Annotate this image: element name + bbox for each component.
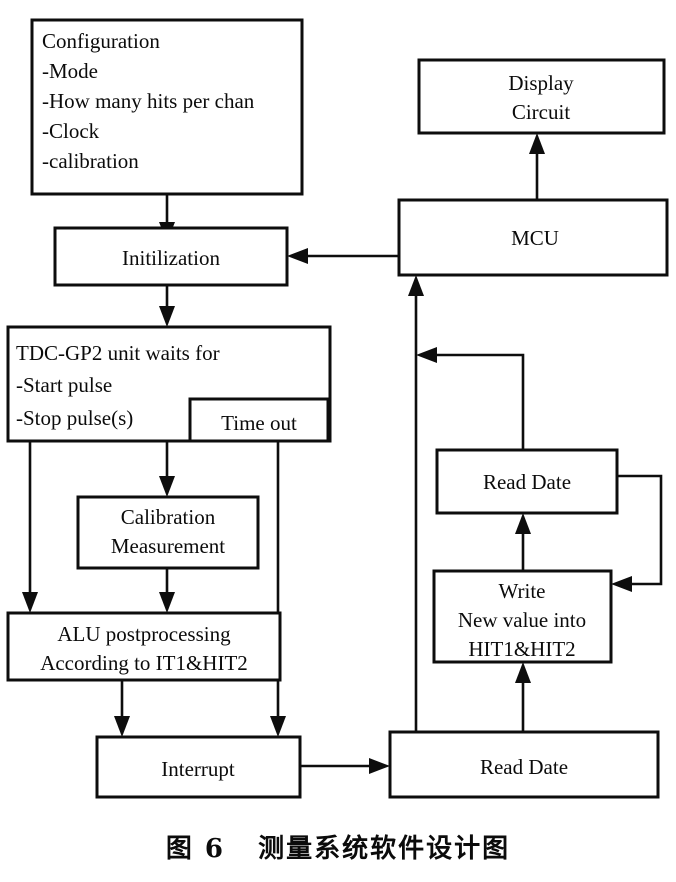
edge-mcu-to-display-circuit [529, 133, 545, 200]
node-interrupt[interactable]: Interrupt [95, 735, 302, 799]
configuration-line-2: -Mode [42, 59, 98, 83]
node-read-date-upper[interactable]: Read Date [435, 448, 619, 515]
edge-calibration-measurement-to-alu [159, 568, 175, 613]
calibration-measurement-line-2: Measurement [111, 534, 225, 558]
edge-tdc-unit-to-calibration-measurement [159, 441, 175, 497]
alu-line-1: ALU postprocessing [57, 622, 231, 646]
mcu-label: MCU [511, 226, 559, 250]
edge-mcu-to-initilization [287, 248, 399, 264]
node-alu[interactable]: ALU postprocessing According to IT1&HIT2 [6, 611, 282, 682]
edge-tdc-unit-to-alu [22, 441, 38, 613]
initilization-label: Initilization [122, 246, 220, 270]
write-hits-line-1: Write [499, 579, 546, 603]
edge-alu-to-interrupt [114, 680, 130, 737]
edge-read-date-upper-to-write-hits-loop [611, 474, 663, 592]
node-mcu[interactable]: MCU [397, 198, 669, 277]
node-time-out[interactable]: Time out [188, 397, 330, 443]
calibration-measurement-line-1: Calibration [121, 505, 216, 529]
time-out-label: Time out [221, 411, 297, 435]
node-initilization[interactable]: Initilization [53, 226, 289, 287]
edge-interrupt-to-read-date-lower [300, 758, 390, 774]
configuration-line-1: Configuration [42, 29, 160, 53]
node-configuration[interactable]: Configuration -Mode -How many hits per c… [30, 18, 304, 196]
write-hits-line-3: HIT1&HIT2 [468, 637, 575, 661]
alu-line-2: According to IT1&HIT2 [40, 651, 248, 675]
edge-read-date-lower-to-mcu [408, 275, 424, 732]
edge-read-date-upper-to-mcu [416, 347, 525, 450]
interrupt-label: Interrupt [161, 757, 235, 781]
read-date-lower-label: Read Date [480, 755, 568, 779]
edge-time-out-to-interrupt [270, 441, 286, 737]
read-date-upper-label: Read Date [483, 470, 571, 494]
edge-write-hits-to-read-date-upper [515, 513, 531, 571]
node-read-date-lower[interactable]: Read Date [388, 730, 660, 799]
write-hits-line-2: New value into [458, 608, 586, 632]
node-display-circuit[interactable]: Display Circuit [417, 58, 666, 135]
node-write-hits[interactable]: Write New value into HIT1&HIT2 [432, 569, 613, 664]
display-circuit-line-2: Circuit [512, 100, 570, 124]
edge-read-date-lower-to-write-hits [515, 662, 531, 732]
edge-initilization-to-tdc-unit [159, 285, 175, 327]
configuration-line-5: -calibration [42, 149, 139, 173]
tdc-unit-line-3: -Stop pulse(s) [16, 406, 133, 430]
node-calibration-measurement[interactable]: Calibration Measurement [76, 495, 260, 570]
display-circuit-line-1: Display [508, 71, 574, 95]
configuration-line-3: -How many hits per chan [42, 89, 255, 113]
tdc-unit-line-2: -Start pulse [16, 373, 112, 397]
configuration-line-4: -Clock [42, 119, 100, 143]
figure-caption: 图 6 测量系统软件设计图 [165, 834, 511, 864]
tdc-unit-line-1: TDC-GP2 unit waits for [16, 341, 220, 365]
